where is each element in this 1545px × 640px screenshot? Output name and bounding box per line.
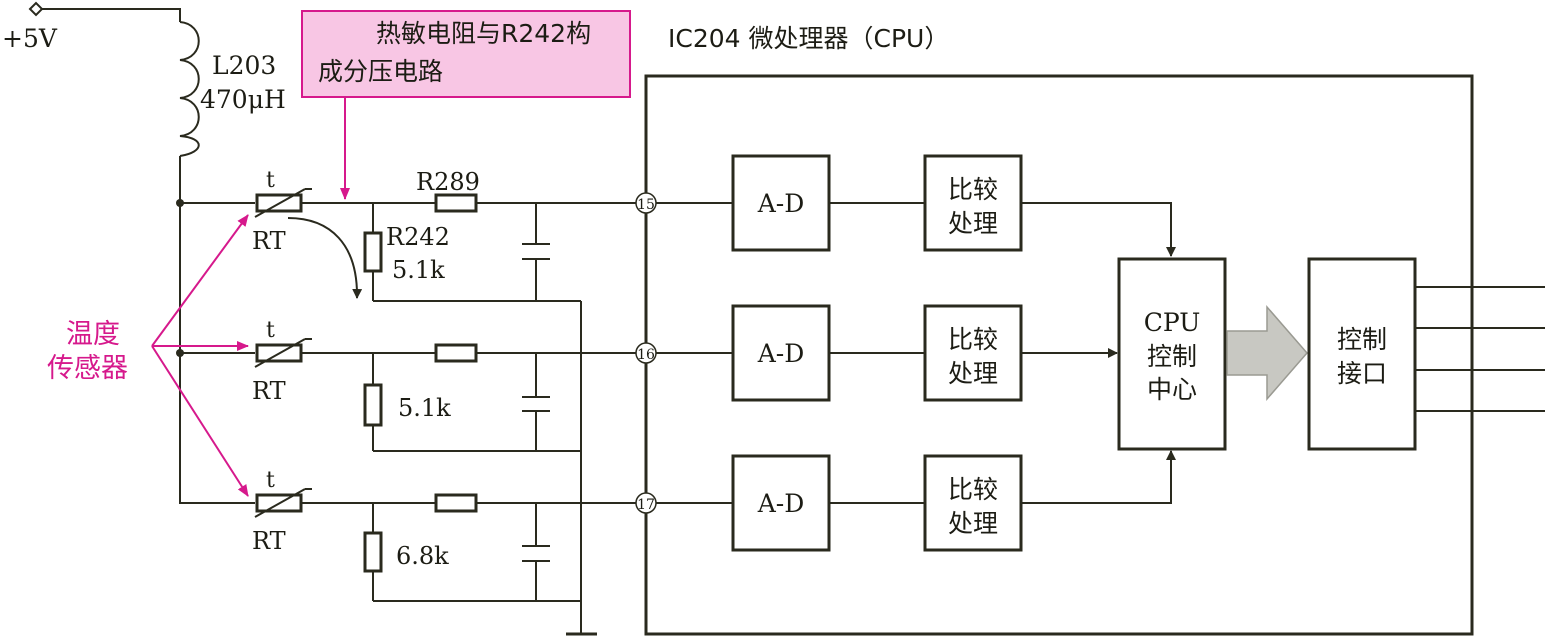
sensor-arrow-3	[151, 345, 249, 497]
supply-terminal	[28, 1, 181, 22]
pin-16: 16	[635, 342, 657, 364]
control-interface-box	[1307, 257, 1417, 451]
cpu-core-box	[1117, 257, 1227, 451]
svg-text:16: 16	[637, 347, 655, 363]
shunt-value-3: 6.8k	[396, 542, 449, 570]
pin-17: 17	[635, 492, 657, 514]
svg-text:17: 17	[637, 497, 655, 513]
supply-label: +5V	[2, 24, 58, 53]
thermistor-rt-label: RT	[252, 527, 286, 555]
channel-2: t RT 5.1k	[252, 318, 640, 452]
r242-value: 5.1k	[392, 256, 445, 284]
bus-arrow	[1226, 304, 1308, 402]
series-resistor-2	[434, 343, 478, 363]
junction-dot	[176, 349, 184, 357]
resistor-r242	[363, 231, 383, 273]
current-arrow	[287, 217, 363, 299]
note-line-2: 成分压电路	[318, 57, 443, 86]
thermistor-t-label: t	[266, 318, 275, 343]
pin-15: 15	[635, 192, 657, 214]
compare-label-2b: 处理	[948, 359, 998, 388]
ctrl-if-line-1: 控制	[1337, 325, 1387, 354]
shunt-value-2: 5.1k	[398, 394, 451, 422]
shunt-resistor-3	[363, 531, 383, 573]
ctrl-if-line-2: 接口	[1337, 359, 1387, 388]
thermistor-rt-label: RT	[252, 227, 286, 255]
adc-label-2: A-D	[757, 339, 805, 368]
compare-label-3a: 比较	[948, 475, 998, 504]
junction-dot	[176, 199, 184, 207]
series-resistor-3	[434, 493, 478, 513]
inductor-name: L203	[212, 51, 276, 80]
cpu-title: IC204 微处理器（CPU）	[668, 24, 949, 53]
compare-box-2	[923, 304, 1023, 402]
shunt-resistor-2	[363, 383, 383, 427]
cpu-core-line-1: CPU	[1144, 308, 1201, 337]
sensor-arrow-1	[151, 214, 249, 347]
sensor-label-line-1: 温度	[66, 319, 120, 350]
cpu-core-line-2: 控制	[1147, 342, 1197, 371]
compare-label-1a: 比较	[948, 175, 998, 204]
inductor-coil	[179, 21, 200, 157]
sensor-label-line-2: 传感器	[47, 353, 128, 384]
thermistor-rt-label: RT	[252, 377, 286, 405]
adc-box-1	[731, 154, 831, 252]
adc-box-3	[731, 454, 831, 552]
compare-label-1b: 处理	[948, 209, 998, 238]
channel-1: t RT R289 R242 5.1k	[252, 168, 640, 302]
signal-arrow-3	[1021, 450, 1176, 504]
thermistor-t-label: t	[266, 468, 275, 493]
signal-arrow-1	[1021, 202, 1176, 257]
r242-name: R242	[386, 223, 450, 251]
inductor-value: 470μH	[200, 85, 286, 114]
resistor-r289	[434, 193, 478, 213]
adc-label-3: A-D	[757, 489, 805, 518]
svg-text:15: 15	[637, 197, 655, 213]
adc-label-1: A-D	[757, 189, 805, 218]
thermistor-t-label: t	[266, 168, 275, 193]
cpu-core-line-3: 中心	[1147, 375, 1197, 404]
channel-3: t RT 6.8k	[252, 468, 640, 602]
compare-box-1	[923, 154, 1023, 252]
note-box	[301, 10, 631, 98]
r289-label: R289	[416, 168, 480, 196]
note-line-1: 热敏电阻与R242构	[376, 19, 591, 48]
compare-label-2a: 比较	[948, 325, 998, 354]
thermistor-slash	[254, 188, 306, 218]
supply-rail	[179, 156, 255, 504]
compare-label-3b: 处理	[948, 509, 998, 538]
